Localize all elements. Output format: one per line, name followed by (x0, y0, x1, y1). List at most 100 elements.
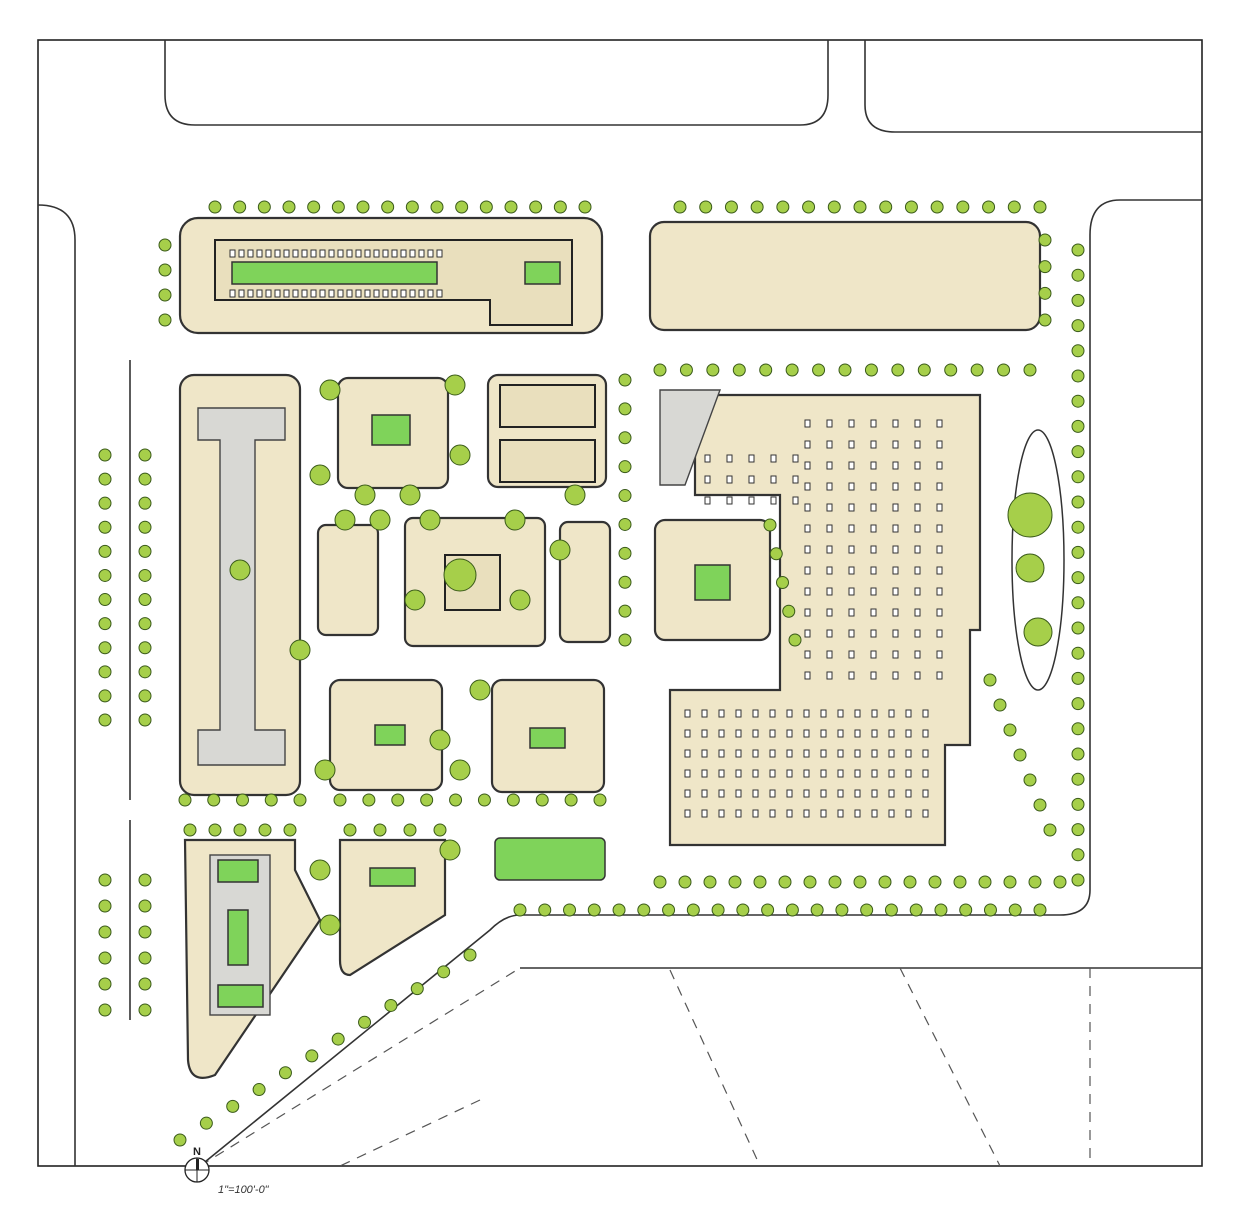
tree-icon (703, 875, 717, 889)
tree-icon (1071, 293, 1085, 307)
parking-stall (427, 249, 434, 258)
tree-icon (838, 363, 852, 377)
tree-icon (538, 903, 552, 917)
tree-icon (1071, 319, 1085, 333)
parking-stall (319, 249, 326, 258)
tree-icon (997, 363, 1011, 377)
parking-stall (888, 809, 895, 818)
tree-icon (1023, 363, 1037, 377)
parking-stall (914, 671, 921, 680)
parking-stall (337, 249, 344, 258)
parking-stall (892, 587, 899, 596)
tree-icon (430, 200, 444, 214)
tree-icon (429, 729, 451, 751)
tree-icon (98, 617, 112, 631)
tree-icon (419, 509, 441, 531)
tree-icon (1023, 773, 1037, 787)
tree-icon (410, 982, 424, 996)
parking-stall (748, 475, 755, 484)
courtyard (217, 984, 264, 1008)
parking-stall (391, 289, 398, 298)
tree-icon (236, 793, 249, 807)
tree-icon (264, 793, 278, 807)
parking-stall (870, 671, 877, 680)
tree-icon (828, 875, 842, 889)
tree-icon (469, 679, 491, 701)
tree-icon (553, 200, 567, 214)
tree-icon (98, 568, 112, 582)
tree-icon (1071, 445, 1085, 459)
parking-stall (346, 289, 353, 298)
tree-icon (309, 464, 331, 486)
courtyard (217, 859, 259, 883)
tree-icon (587, 903, 601, 917)
tree-icon (782, 604, 796, 618)
tree-icon (282, 200, 296, 214)
tree-icon (612, 903, 626, 917)
tree-icon (477, 793, 491, 807)
tree-icon (891, 363, 905, 377)
tree-icon (1071, 747, 1085, 761)
tree-icon (1071, 873, 1085, 887)
parking-stall (364, 249, 371, 258)
tree-icon (564, 484, 586, 506)
parking-stall (854, 709, 861, 718)
parking-stall (914, 629, 921, 638)
tree-icon (1071, 520, 1085, 534)
parking-stall (718, 809, 725, 818)
parking-stall (804, 461, 811, 470)
tree-icon (618, 373, 632, 387)
tree-icon (956, 200, 970, 214)
tree-icon (879, 200, 893, 214)
tree-icon (399, 484, 421, 506)
parking-stall (826, 650, 833, 659)
tree-icon (860, 903, 874, 917)
tree-icon (138, 496, 152, 510)
courtyard (694, 564, 731, 601)
tree-icon (334, 509, 356, 531)
tree-icon (98, 925, 112, 939)
tree-icon (449, 759, 471, 781)
parking-stall (803, 729, 810, 738)
parking-stall (274, 289, 281, 298)
tree-icon (362, 793, 376, 807)
parking-stall (247, 289, 254, 298)
parking-stall (870, 440, 877, 449)
parking-stall (936, 629, 943, 638)
parking-stall (748, 454, 755, 463)
tree-icon (679, 363, 693, 377)
parking-stall (704, 454, 711, 463)
tree-icon (138, 568, 152, 582)
tree-icon (1071, 394, 1085, 408)
tree-icon (405, 200, 419, 214)
parking-stall (792, 475, 799, 484)
parking-stall (892, 671, 899, 680)
tree-icon (381, 200, 395, 214)
parking-stall (892, 650, 899, 659)
tree-icon (331, 1032, 345, 1046)
parking-stall (752, 789, 759, 798)
parking-stall (854, 789, 861, 798)
tree-icon (183, 823, 197, 837)
parking-stall (770, 496, 777, 505)
tree-icon (138, 448, 152, 462)
tree-icon (207, 793, 221, 807)
tree-icon (479, 200, 493, 214)
tree-icon (618, 489, 632, 503)
tree-icon (802, 200, 816, 214)
tree-icon (98, 899, 112, 913)
parking-stall (769, 809, 776, 818)
tree-icon (778, 875, 792, 889)
building-glass (659, 389, 722, 486)
parking-stall (718, 769, 725, 778)
tree-icon (437, 965, 451, 979)
parking-stall (837, 749, 844, 758)
scale-label: 1"=100'-0" (218, 1184, 270, 1196)
tree-icon (637, 903, 651, 917)
tree-icon (673, 200, 687, 214)
tree-icon (853, 200, 867, 214)
parking-stall (684, 769, 691, 778)
parking-stall (701, 809, 708, 818)
tree-icon (98, 641, 112, 655)
